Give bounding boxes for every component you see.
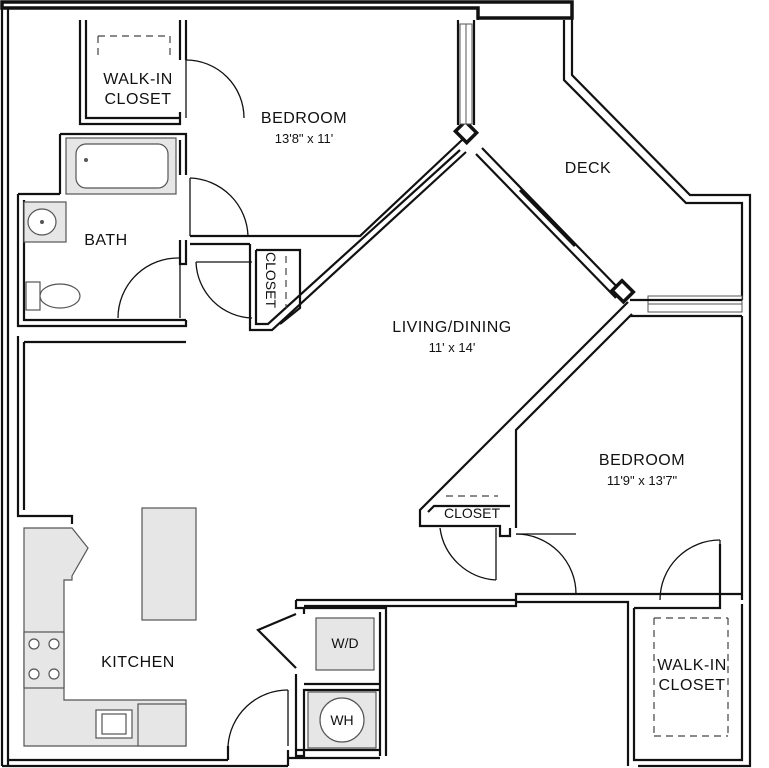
washer-dryer-label: W/D (331, 635, 358, 651)
doors (117, 59, 721, 747)
water-heater (319, 697, 365, 743)
kitchen-walls (16, 336, 380, 766)
labels: WALK-IN CLOSET BEDROOM 13'8" x 11' DECK … (84, 71, 727, 728)
bedroom2-dims: 11'9" x 13'7" (607, 473, 678, 488)
closet2-label: CLOSET (444, 505, 500, 521)
living-label: LIVING/DINING (392, 319, 511, 336)
living-dims: 11' x 14' (429, 340, 476, 355)
water-heater-label: WH (330, 712, 353, 728)
bedroom2-label: BEDROOM (599, 452, 685, 469)
closet1-label: CLOSET (263, 252, 279, 308)
outer-walls (0, 0, 752, 768)
bedroom2-walls (294, 298, 744, 766)
range (23, 631, 65, 689)
bath-label: BATH (84, 232, 127, 249)
bathtub (65, 137, 177, 195)
toilet (25, 281, 81, 311)
walkin2-label-line1: WALK-IN (657, 657, 727, 674)
walkin1-label-line2: CLOSET (104, 91, 171, 108)
deck-label: DECK (565, 160, 611, 177)
bedroom1-dims: 13'8" x 11' (275, 131, 334, 146)
washer-dryer (315, 617, 375, 671)
walkin2-label-line2: CLOSET (658, 677, 725, 694)
closet-rods (97, 35, 729, 737)
deck-wall (475, 147, 636, 305)
bedroom1-label: BEDROOM (261, 110, 347, 127)
sink (23, 201, 67, 243)
kitchen-label: KITCHEN (101, 654, 175, 671)
walkin1-label-line1: WALK-IN (103, 71, 173, 88)
kitchen-island (141, 507, 197, 621)
